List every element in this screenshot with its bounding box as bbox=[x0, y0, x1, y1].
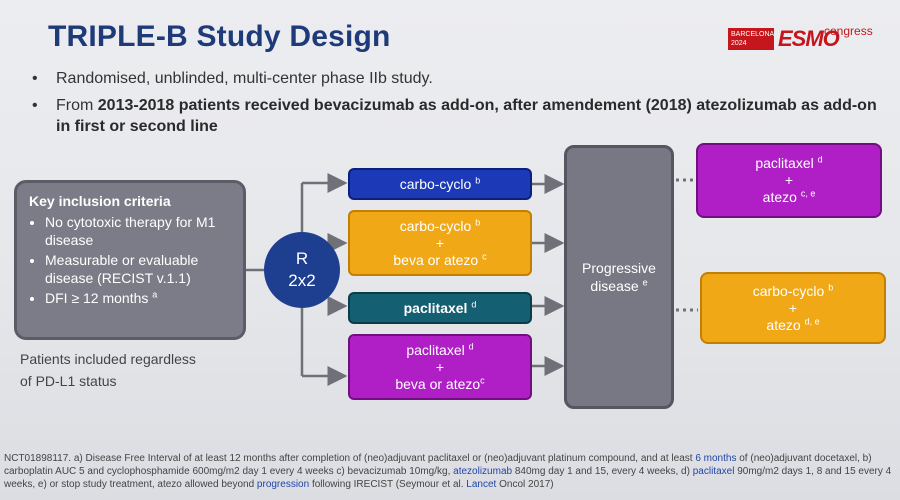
bullet-item: From 2013-2018 patients received bevaciz… bbox=[30, 95, 880, 137]
progressive-disease-box: Progressive disease e bbox=[564, 145, 674, 409]
randomization-circle: R 2x2 bbox=[264, 232, 340, 308]
post-progression-paclitaxel-atezo: paclitaxel d + atezo c, e bbox=[696, 143, 882, 218]
esmo-logo: BARCELONA 2024 ESMO congress bbox=[728, 24, 873, 56]
arm-carbo-cyclo-plus-beva-atezo: carbo-cyclo b + beva or atezo c bbox=[348, 210, 532, 276]
footnote: NCT01898117. a) Disease Free Interval of… bbox=[4, 453, 892, 490]
bullet-item: Randomised, unblinded, multi-center phas… bbox=[30, 68, 880, 89]
inclusion-title: Key inclusion criteria bbox=[29, 193, 171, 209]
inclusion-criteria-box: Key inclusion criteria No cytotoxic ther… bbox=[14, 180, 246, 340]
logo-location-box: BARCELONA 2024 bbox=[728, 28, 774, 50]
pdl1-note: Patients included regardless of PD-L1 st… bbox=[20, 351, 196, 389]
logo-brand: ESMO bbox=[778, 26, 840, 51]
inclusion-item: Measurable or evaluable disease (RECIST … bbox=[45, 251, 231, 287]
post-progression-carbo-cyclo-atezo: carbo-cyclo b + atezo d, e bbox=[700, 272, 886, 344]
slide-title: TRIPLE-B Study Design bbox=[48, 20, 391, 53]
inclusion-item: DFI ≥ 12 months a bbox=[45, 289, 231, 307]
arm-paclitaxel: paclitaxel d bbox=[348, 292, 532, 324]
inclusion-item: No cytotoxic therapy for M1 disease bbox=[45, 213, 231, 249]
arm-carbo-cyclo: carbo-cyclo b bbox=[348, 168, 532, 200]
arm-paclitaxel-plus-beva-atezo: paclitaxel d + beva or atezoc bbox=[348, 334, 532, 400]
inclusion-list: No cytotoxic therapy for M1 disease Meas… bbox=[29, 213, 231, 307]
bullet-list: Randomised, unblinded, multi-center phas… bbox=[30, 68, 880, 143]
logo-suffix: congress bbox=[824, 24, 873, 38]
